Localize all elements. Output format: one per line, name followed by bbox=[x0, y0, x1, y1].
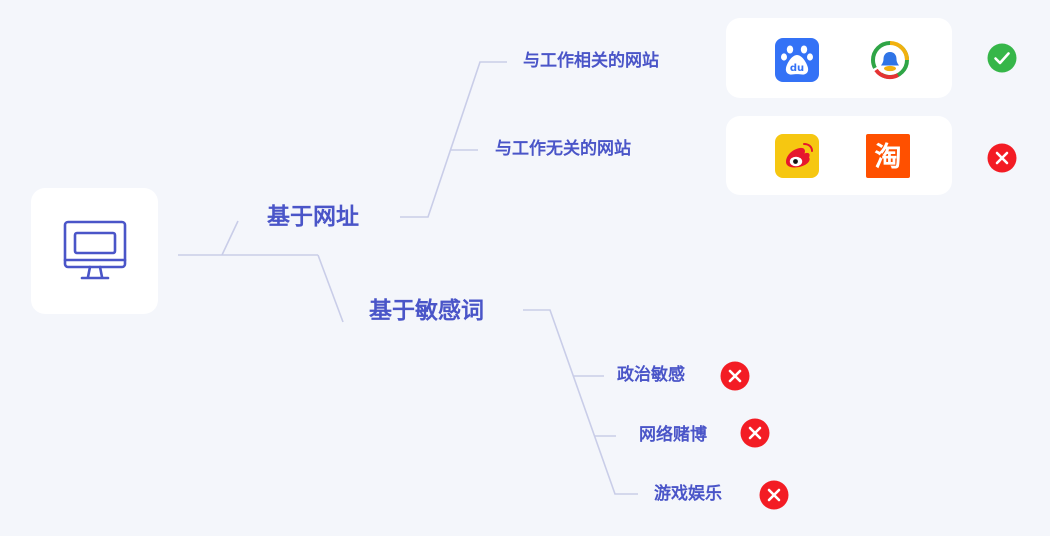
connector-keyword-branch bbox=[317, 254, 344, 323]
child-label-work-unrelated: 与工作无关的网站 bbox=[495, 139, 631, 159]
child-label-gambling: 网络赌博 bbox=[639, 425, 707, 445]
child-label-work-related: 与工作相关的网站 bbox=[523, 51, 659, 71]
child-label-politics: 政治敏感 bbox=[617, 365, 685, 385]
weibo-icon bbox=[775, 134, 819, 178]
baidu-glyph: du bbox=[790, 63, 804, 74]
root-card bbox=[31, 188, 158, 314]
blocked-cross-icon bbox=[720, 361, 750, 391]
taobao-icon: 淘 bbox=[866, 134, 910, 178]
monitor-icon bbox=[63, 220, 127, 280]
connector-url-branch bbox=[221, 220, 239, 256]
branch-label-keyword: 基于敏感词 bbox=[369, 298, 484, 324]
taobao-glyph: 淘 bbox=[875, 142, 902, 173]
baidu-icon: du bbox=[775, 38, 819, 82]
blocked-cross-icon bbox=[740, 418, 770, 448]
site-card-work-unrelated: 淘 bbox=[726, 116, 952, 195]
site-card-work-related: du bbox=[726, 18, 952, 98]
connector-url-children bbox=[400, 61, 507, 218]
connector-keyword-children bbox=[523, 309, 638, 495]
blocked-cross-icon bbox=[759, 480, 789, 510]
tencent-news-icon bbox=[871, 41, 909, 80]
branch-label-url: 基于网址 bbox=[267, 204, 359, 230]
allowed-check-icon bbox=[987, 43, 1017, 73]
blocked-cross-icon bbox=[987, 143, 1017, 173]
child-label-gaming: 游戏娱乐 bbox=[654, 484, 722, 504]
